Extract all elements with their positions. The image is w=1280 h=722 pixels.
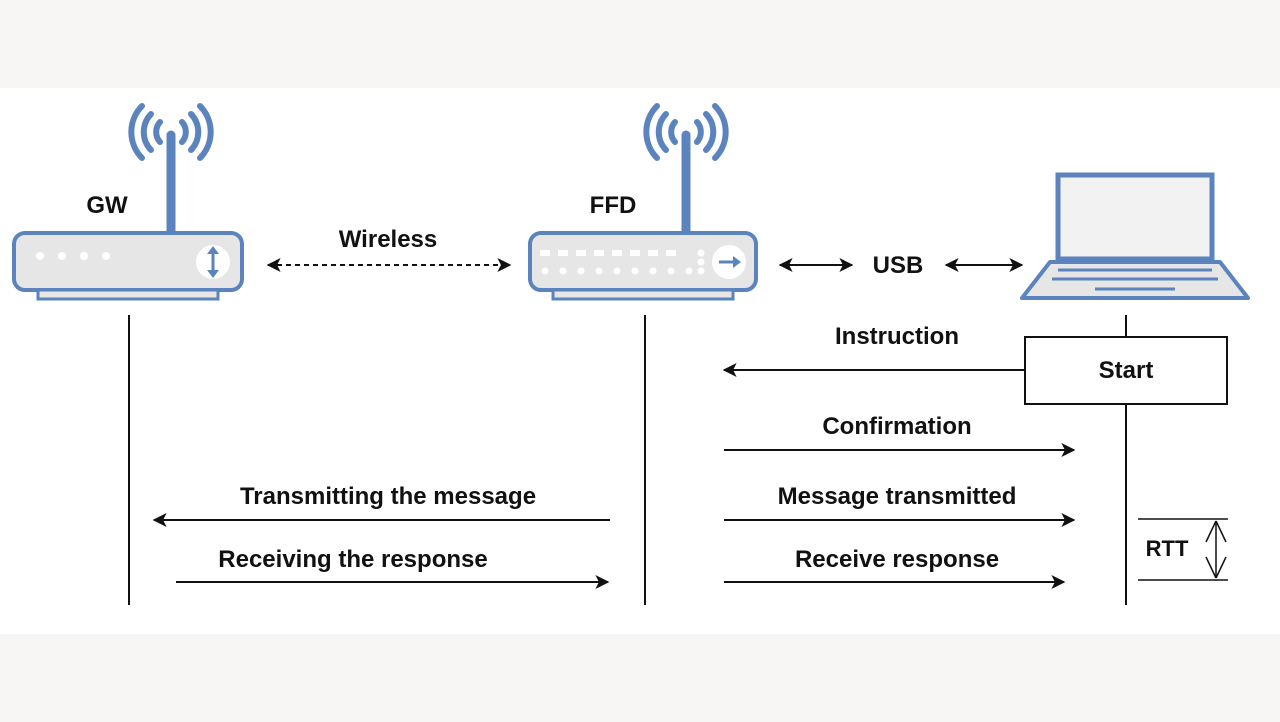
transmitting-label: Transmitting the message [239,483,537,510]
ffd-antenna-icon [643,103,729,237]
receiving-label: Receiving the response [218,546,488,573]
instruction-label: Instruction [835,323,959,350]
confirmation-label: Confirmation [822,413,972,440]
right-arrow-icon [719,256,741,268]
gateway-label: GW [86,192,128,219]
updown-arrow-icon [207,246,219,278]
wireless-label: Wireless [338,226,438,253]
start-label: Start [1098,357,1154,384]
ffd-port-row [540,249,705,275]
gateway-antenna-icon [128,103,214,237]
start-box [1024,336,1228,405]
laptop-icon [1020,172,1250,300]
gateway-router-icon [12,103,244,301]
rtt-bracket [1138,518,1228,581]
message-transmitted-label: Message transmitted [777,483,1017,510]
rtt-label: RTT [1145,536,1189,561]
usb-label: USB [872,252,924,279]
ffd-label: FFD [589,192,637,219]
ffd-router-icon [528,103,758,301]
receive-response-label: Receive response [794,546,1000,573]
